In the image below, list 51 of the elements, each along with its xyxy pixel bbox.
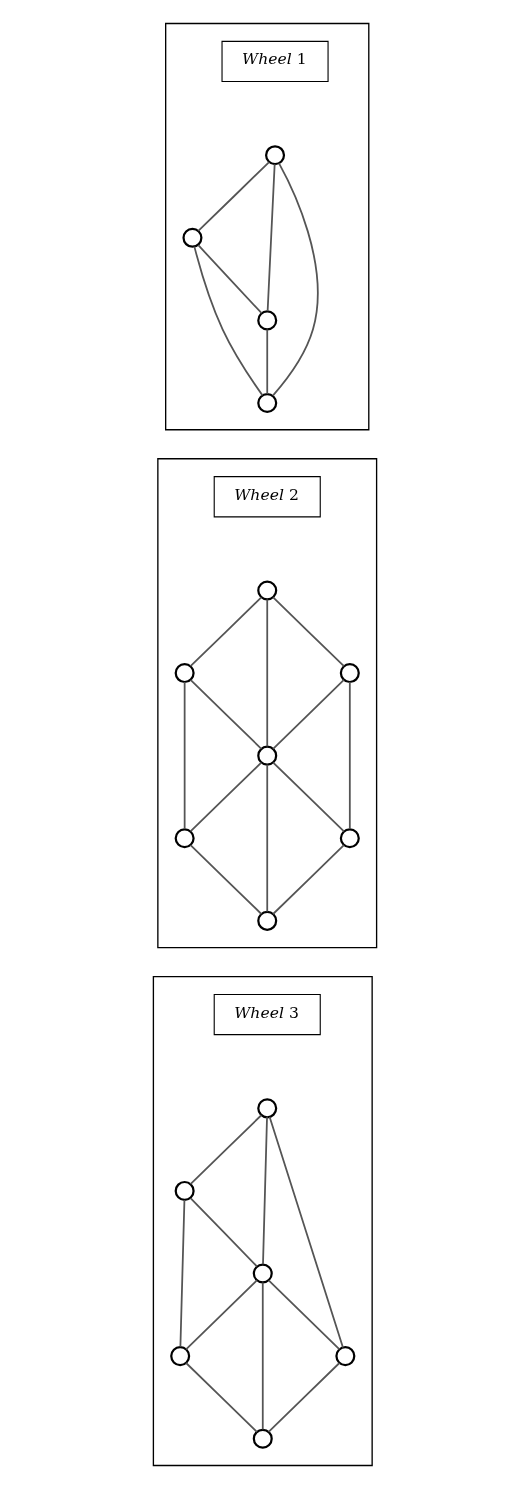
connector [267, 1362, 340, 1433]
connector [267, 1279, 340, 1351]
node-circle [256, 580, 277, 601]
node-circle [339, 663, 360, 684]
connector [179, 1199, 185, 1348]
node-circle [256, 310, 277, 331]
connector [261, 1116, 268, 1266]
connector [183, 681, 186, 830]
cluster [164, 22, 369, 431]
node-circle [264, 145, 285, 166]
connector [189, 1197, 258, 1268]
node-circle [252, 1263, 273, 1284]
connector [189, 596, 262, 668]
node-circle [256, 745, 277, 766]
connector [271, 844, 345, 915]
connector [189, 1114, 262, 1185]
node-circle [181, 227, 202, 248]
connector [184, 1362, 258, 1433]
connector [261, 1281, 264, 1431]
connector [265, 598, 268, 748]
connector [271, 761, 345, 833]
node-circle [256, 392, 277, 414]
connector [189, 761, 262, 833]
connector [189, 844, 262, 915]
node-circle [252, 1428, 273, 1449]
node-circle [334, 1346, 355, 1367]
connector [271, 162, 319, 397]
connector [271, 679, 345, 750]
connector [193, 245, 263, 397]
connector [196, 161, 270, 232]
node-box: Wheel 2 [213, 476, 321, 518]
connector [268, 1116, 344, 1349]
cluster [156, 458, 377, 949]
connector [271, 596, 345, 668]
cluster [152, 975, 373, 1467]
node-circle [256, 910, 277, 931]
node-circle [174, 828, 195, 849]
connector [196, 244, 262, 315]
connector [266, 163, 276, 312]
connector [265, 328, 268, 395]
node-circle [174, 1180, 195, 1201]
node-box: Wheel 3 [213, 993, 321, 1036]
connector [184, 1279, 258, 1351]
node-circle [174, 663, 195, 684]
node-box: Wheel 1 [220, 40, 329, 83]
node-circle [256, 1098, 277, 1119]
connector [348, 681, 351, 830]
connector [189, 679, 262, 750]
node-circle [169, 1346, 190, 1367]
node-circle [339, 828, 360, 849]
connector [265, 763, 268, 913]
